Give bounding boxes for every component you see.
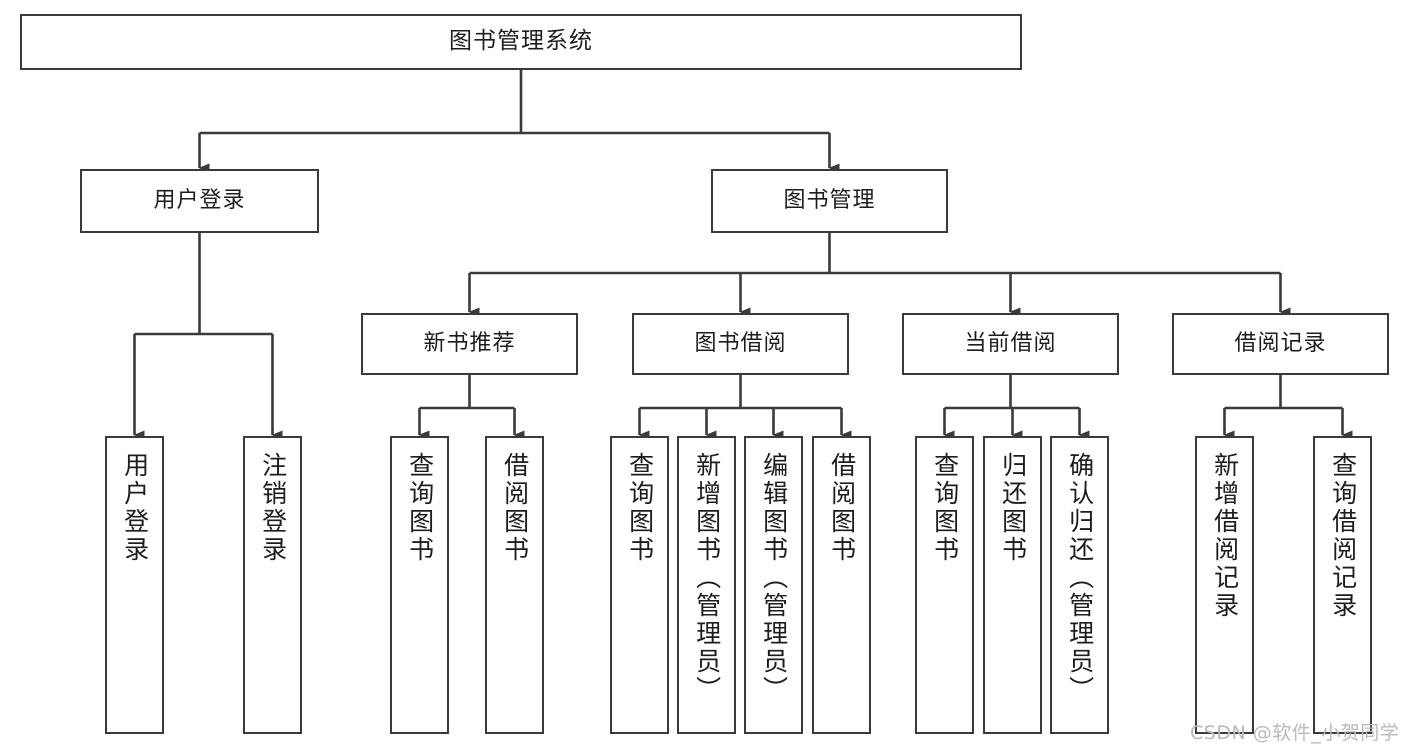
node-label: 用户登录 (120, 452, 150, 564)
node-label: 当前借阅 (964, 331, 1057, 357)
csdn-watermark: CSDN @软件_小贺同学 (1190, 722, 1400, 744)
node-l2_1[interactable]: 图书借阅 (632, 313, 849, 375)
node-label: 查询图书 (405, 452, 435, 564)
node-leaf_12[interactable]: 查询借阅记录 (1313, 436, 1372, 734)
node-label: 编辑图书（管理员） (759, 452, 789, 704)
node-label: 图书管理系统 (449, 28, 593, 55)
node-label: 新增图书（管理员） (692, 452, 722, 704)
node-label: 查询图书 (625, 452, 655, 564)
node-leaf_2[interactable]: 查询图书 (390, 436, 449, 734)
node-label: 借阅图书 (500, 452, 530, 564)
node-label: 新书推荐 (423, 331, 516, 357)
node-leaf_0[interactable]: 用户登录 (105, 436, 164, 734)
node-leaf_5[interactable]: 新增图书（管理员） (677, 436, 736, 734)
node-leaf_1[interactable]: 注销登录 (243, 436, 302, 734)
node-label: 注销登录 (258, 452, 288, 564)
node-label: 用户登录 (153, 188, 246, 214)
node-label: 查询借阅记录 (1328, 452, 1358, 620)
node-leaf_11[interactable]: 新增借阅记录 (1195, 436, 1254, 734)
node-label: 借阅图书 (827, 452, 857, 564)
node-leaf_6[interactable]: 编辑图书（管理员） (744, 436, 803, 734)
node-l2_3[interactable]: 借阅记录 (1172, 313, 1389, 375)
node-leaf_9[interactable]: 归还图书 (983, 436, 1042, 734)
node-leaf_8[interactable]: 查询图书 (915, 436, 974, 734)
node-root[interactable]: 图书管理系统 (20, 14, 1022, 70)
node-l2_2[interactable]: 当前借阅 (902, 313, 1119, 375)
node-l2_0[interactable]: 新书推荐 (361, 313, 578, 375)
node-leaf_4[interactable]: 查询图书 (610, 436, 669, 734)
node-label: 图书管理 (783, 188, 876, 214)
node-label: 图书借阅 (694, 331, 787, 357)
node-label: 借阅记录 (1234, 331, 1327, 357)
node-leaf_10[interactable]: 确认归还（管理员） (1050, 436, 1109, 734)
node-label: 确认归还（管理员） (1065, 452, 1095, 704)
node-leaf_3[interactable]: 借阅图书 (485, 436, 544, 734)
node-l1_1[interactable]: 图书管理 (711, 169, 948, 233)
node-leaf_7[interactable]: 借阅图书 (812, 436, 871, 734)
node-label: 归还图书 (998, 452, 1028, 564)
node-label: 新增借阅记录 (1210, 452, 1240, 620)
node-l1_0[interactable]: 用户登录 (80, 169, 319, 233)
node-label: 查询图书 (930, 452, 960, 564)
